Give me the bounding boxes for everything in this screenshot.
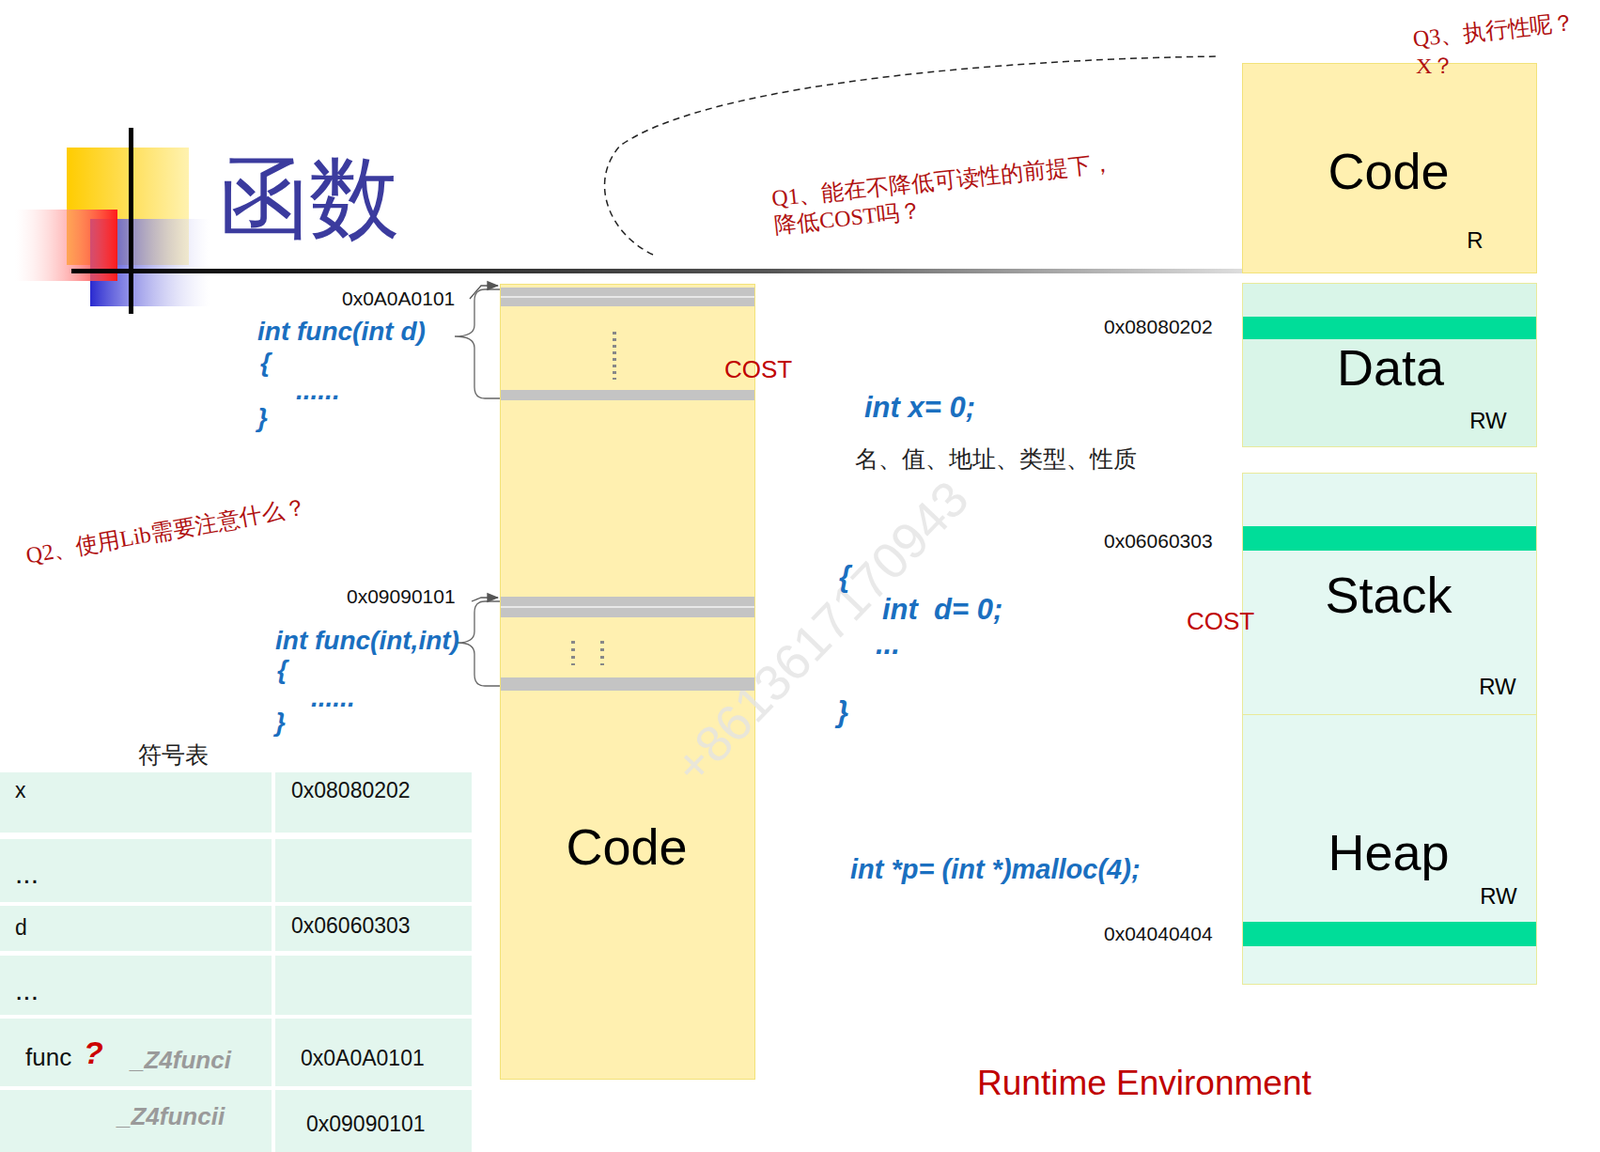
annotation: 0x09090101 <box>306 1111 426 1138</box>
code-text: int x= 0; <box>864 389 976 425</box>
code-text: int *p= (int *)malloc(4); <box>850 853 1141 886</box>
code-text: } <box>837 694 849 730</box>
annotation: 名、值、地址、类型、性质 <box>854 445 1137 474</box>
leader-arrow <box>471 597 498 602</box>
brace <box>457 601 500 686</box>
dotted-line <box>571 640 575 666</box>
annotation: x <box>15 777 27 805</box>
table-cell <box>275 1089 472 1152</box>
annotation: Q3、执行性呢？ <box>1411 9 1576 54</box>
code-band <box>500 287 755 307</box>
annotation: func <box>25 1042 72 1072</box>
slide-title: 函数 <box>218 144 400 253</box>
access-flag: RW <box>1469 408 1507 434</box>
annotation: d <box>15 915 28 942</box>
address-label: 0x06060303 <box>1103 528 1213 553</box>
address-label: 0x09090101 <box>346 584 456 608</box>
code-text: ...... <box>295 374 341 407</box>
code-text: int func(int d) <box>257 315 426 348</box>
table-cell <box>0 905 272 951</box>
annotation: 0x08080202 <box>291 777 411 805</box>
table-cell <box>275 838 472 902</box>
table-cell <box>275 1018 472 1087</box>
code-text: } <box>275 706 286 739</box>
code-text: int d= 0; <box>882 591 1003 627</box>
annotation: Runtime Environment <box>977 1062 1312 1104</box>
code-band <box>500 596 755 618</box>
table-cell <box>0 1018 272 1087</box>
annotation: 符号表 <box>138 741 209 770</box>
access-flag: R <box>1466 228 1483 253</box>
memory-band <box>1242 526 1537 551</box>
code-band-line <box>500 605 755 608</box>
address-label: 0x0A0A0101 <box>341 286 455 311</box>
table-cell <box>0 955 272 1015</box>
table-cell <box>0 772 272 833</box>
table-cell <box>275 955 472 1015</box>
annotation: ... <box>15 973 39 1008</box>
code-text: int func(int,int) <box>275 624 460 657</box>
code-band <box>500 677 755 691</box>
annotation: Q1、能在不降低可读性的前提下， 降低COST吗？ <box>770 143 1169 239</box>
table-cell <box>275 772 472 833</box>
memory-segment: Code <box>499 283 756 1080</box>
table-cell <box>0 838 272 902</box>
segment-name: Stack <box>1324 567 1452 623</box>
code-text: ... <box>875 626 901 662</box>
memory-band <box>1242 921 1537 947</box>
annotation: COST <box>724 355 793 385</box>
leader-arrow <box>469 285 498 299</box>
annotation: Q2、使用Lib需要注意什么？ <box>23 493 309 570</box>
dotted-line <box>612 331 617 380</box>
dotted-line <box>600 640 605 666</box>
access-flag: RW <box>1479 884 1518 909</box>
memory-segment: HeapRW <box>1242 714 1538 985</box>
memory-segment: CodeR <box>1242 62 1538 274</box>
segment-name: Code <box>565 819 687 875</box>
code-band <box>500 389 755 401</box>
address-label: 0x04040404 <box>1103 921 1213 946</box>
code-text: { <box>277 653 288 686</box>
memory-segment: DataRW <box>1242 282 1538 448</box>
code-text: { <box>260 346 271 379</box>
table-cell <box>275 905 472 951</box>
annotation: 0x06060303 <box>291 913 411 940</box>
annotation: ? <box>83 1033 104 1072</box>
annotation: 0x0A0A0101 <box>300 1045 425 1072</box>
segment-name: Heap <box>1327 824 1449 881</box>
brace <box>454 289 500 399</box>
dashed-curve <box>605 56 1220 255</box>
table-cell <box>0 1089 272 1152</box>
annotation: _Z4funci <box>130 1045 232 1075</box>
code-text: ...... <box>310 682 356 715</box>
code-text: } <box>257 402 268 435</box>
memory-segment: StackRW <box>1242 472 1538 715</box>
title-rule <box>71 268 1243 274</box>
deco-line <box>128 127 134 314</box>
code-text: { <box>838 559 851 594</box>
code-band-line <box>500 295 755 298</box>
access-flag: RW <box>1478 674 1517 700</box>
memory-band <box>1242 316 1537 340</box>
segment-name: Data <box>1336 340 1445 396</box>
annotation: COST <box>1186 606 1255 637</box>
segment-name: Code <box>1327 143 1449 200</box>
annotation: _Z4funcii <box>117 1102 225 1132</box>
annotation: X？ <box>1415 52 1455 80</box>
annotation: ... <box>15 856 39 891</box>
address-label: 0x08080202 <box>1103 314 1213 339</box>
